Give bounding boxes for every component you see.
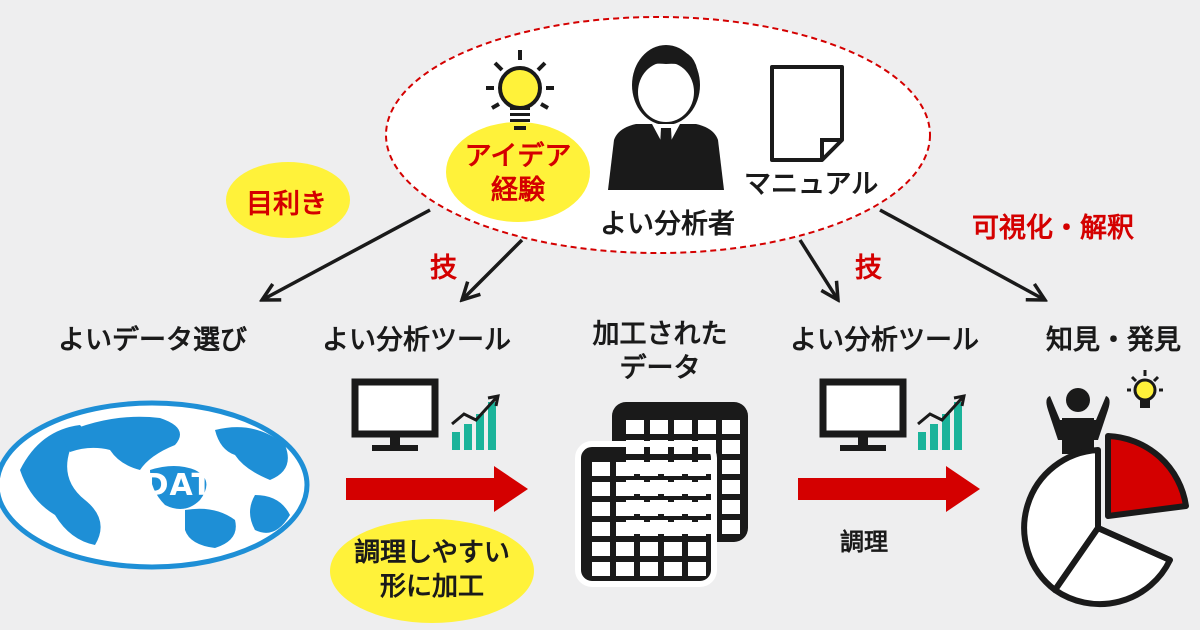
table-cell (698, 440, 716, 454)
stage-analysis-tool-left: よい分析ツール (322, 325, 511, 356)
idea-label-line1: アイデア (464, 141, 572, 172)
table-cell (722, 460, 740, 474)
table-cell (650, 420, 668, 434)
monitor-icon-left (351, 378, 439, 451)
process-label-left-line2: 形に加工 (379, 572, 484, 602)
stage-analysis-tool-right: よい分析ツール (790, 325, 979, 356)
business-person-icon (608, 45, 724, 190)
table-data-icon (575, 402, 748, 587)
table-cell (592, 542, 610, 556)
table-cell (592, 562, 610, 576)
visualize-label: 可視化・解釈 (972, 213, 1134, 244)
idea-highlight (446, 122, 590, 222)
table-cell (674, 440, 692, 454)
table-cell (640, 542, 658, 556)
arrow-to-analysis-tool-right (798, 239, 838, 300)
waza-label-left: 技 (430, 253, 457, 284)
table-cell (640, 522, 658, 536)
pie-chart-icon (1021, 433, 1189, 608)
table-cell (688, 502, 706, 516)
arrow-to-data-selection (262, 208, 431, 300)
mekiki-label: 目利き (246, 189, 327, 220)
stage-insight: 知見・発見 (1046, 325, 1181, 356)
growth-chart-icon-right (917, 394, 966, 450)
table-cell (616, 502, 634, 516)
table-cell (664, 462, 682, 476)
table-cell (688, 542, 706, 556)
table-cell (616, 562, 634, 576)
table-cell (722, 500, 740, 514)
table-cell (592, 522, 610, 536)
table-cell (640, 562, 658, 576)
process-arrow-right (798, 466, 980, 512)
monitor-icon-right (819, 378, 907, 451)
table-cell (640, 482, 658, 496)
idea-label: アイデア 経験 (458, 140, 578, 208)
table-cell (722, 480, 740, 494)
table-cell (722, 420, 740, 434)
stage-processed-data: 加工された データ (580, 318, 740, 386)
lightbulb-small-icon (1127, 370, 1163, 408)
process-label-left: 調理しやすい 形に加工 (340, 536, 524, 604)
table-cell (616, 482, 634, 496)
table-cell (664, 482, 682, 496)
table-cell (626, 420, 644, 434)
table-cell (640, 462, 658, 476)
table-cell (626, 440, 644, 454)
manual-label: マニュアル (744, 169, 879, 200)
arrow-to-analysis-tool-left (462, 238, 524, 300)
table-cell (674, 420, 692, 434)
table-cell (688, 462, 706, 476)
stage-processed-data-line2: データ (619, 353, 701, 384)
table-cell (664, 562, 682, 576)
table-cell (722, 520, 740, 534)
mekiki-highlight (226, 162, 350, 238)
table-cell (688, 522, 706, 536)
waza-label-right: 技 (855, 253, 882, 284)
table-cell (688, 562, 706, 576)
lightbulb-icon (486, 50, 554, 130)
globe-icon (0, 400, 310, 570)
arrow-to-insight (879, 208, 1045, 300)
table-cell (664, 502, 682, 516)
analyst-label: よい分析者 (600, 209, 735, 240)
manual-document-icon (770, 65, 844, 162)
table-cell (592, 482, 610, 496)
globe-label: BIGDATA (82, 468, 235, 503)
table-cell (592, 462, 610, 476)
stage-data-selection: よいデータ選び (58, 325, 247, 356)
table-cell (722, 440, 740, 454)
table-cell (698, 420, 716, 434)
process-arrow-left (346, 466, 528, 512)
process-label-right: 調理 (840, 528, 888, 556)
table-cell (664, 522, 682, 536)
table-cell (640, 502, 658, 516)
stage-processed-data-line1: 加工された (592, 319, 728, 350)
table-cell (650, 440, 668, 454)
idea-label-line2: 経験 (491, 175, 545, 206)
insight-person-icon (1046, 388, 1110, 454)
table-cell (616, 522, 634, 536)
table-cell (688, 482, 706, 496)
table-cell (616, 462, 634, 476)
table-cell (592, 502, 610, 516)
table-cell (616, 542, 634, 556)
growth-chart-icon-left (451, 394, 500, 450)
process-highlight (330, 519, 534, 623)
table-cell (664, 542, 682, 556)
process-label-left-line1: 調理しやすい (354, 538, 510, 568)
